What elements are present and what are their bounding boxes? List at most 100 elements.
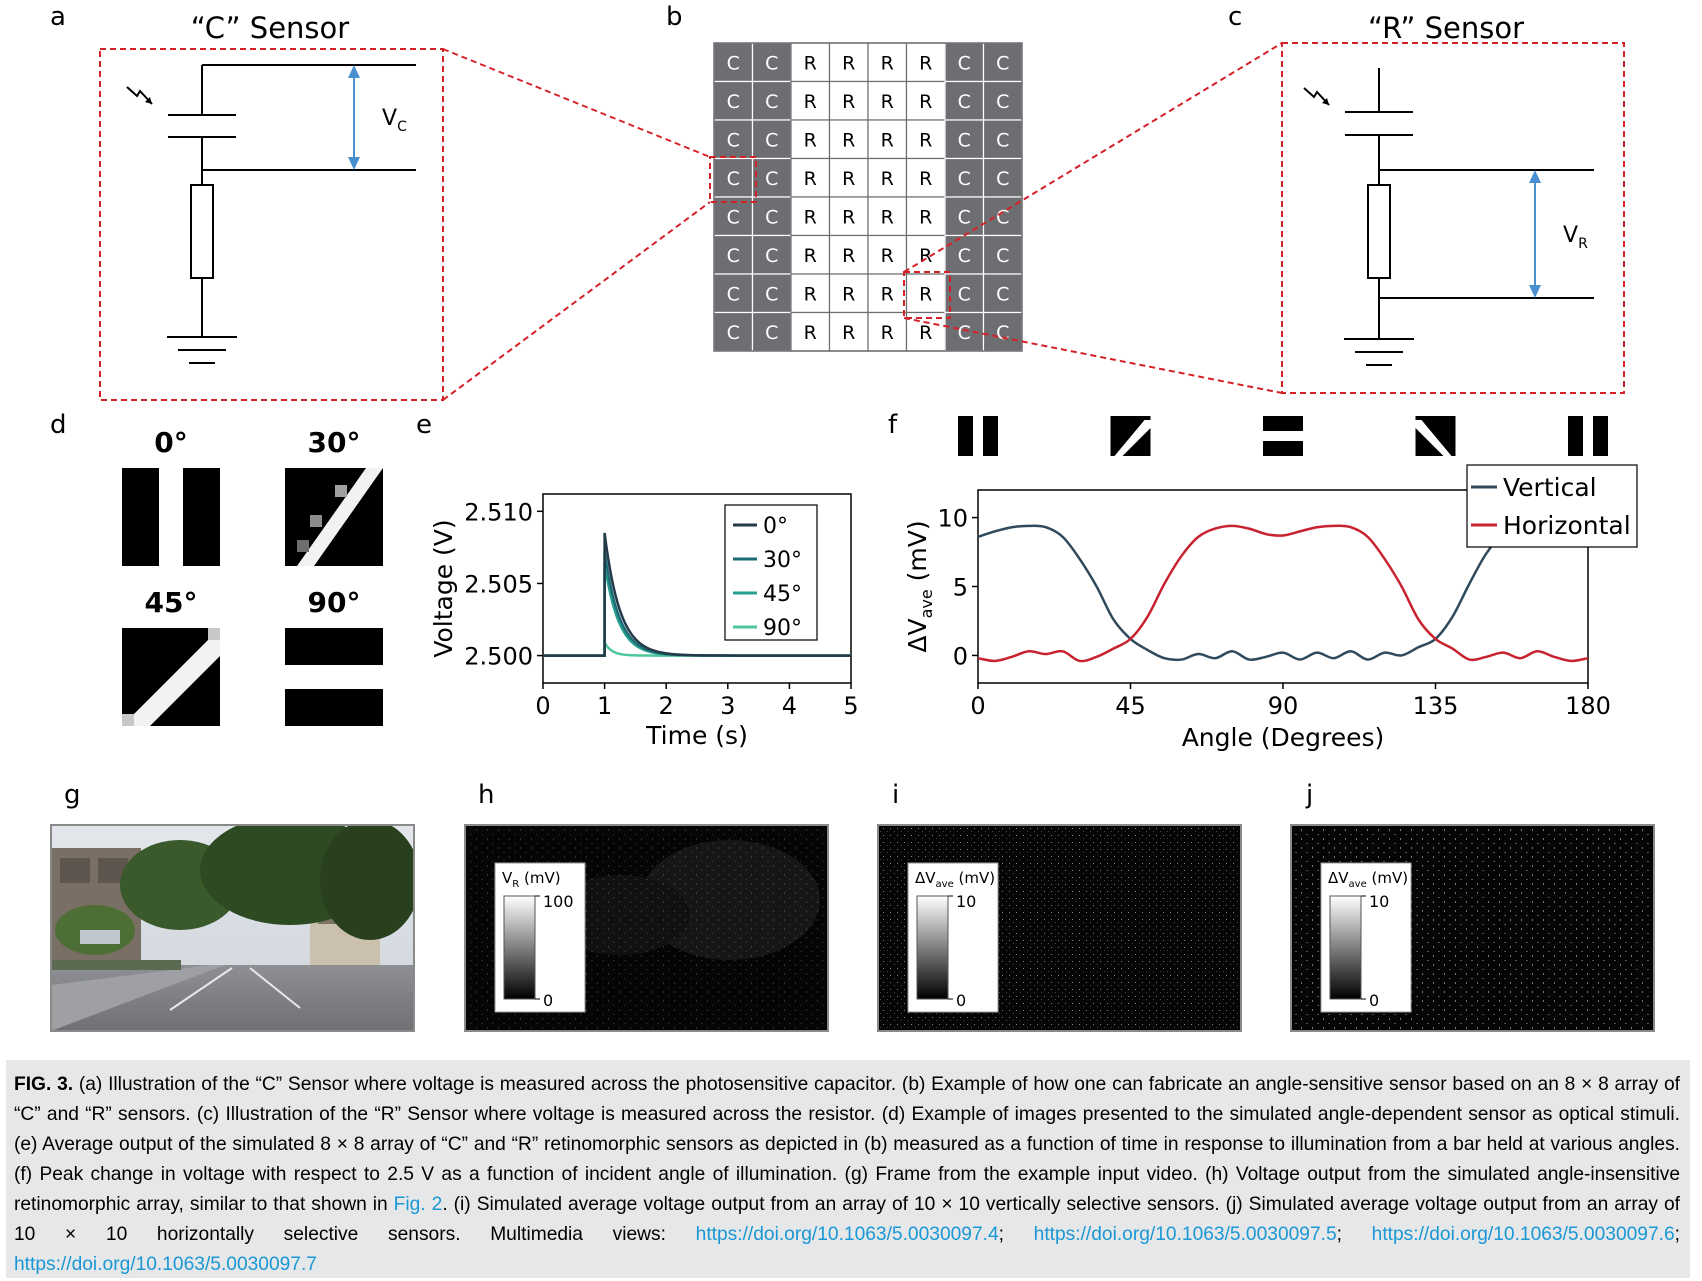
array-cell-label: C xyxy=(996,206,1009,228)
series-line xyxy=(977,524,1589,663)
array-cell-label: R xyxy=(881,52,894,74)
array-cell-r xyxy=(867,196,908,237)
caption-fig2-link[interactable]: Fig. 2 xyxy=(393,1194,443,1215)
x-axis-label: Time (s) xyxy=(645,721,748,750)
array-cell-label: R xyxy=(881,322,894,344)
c-sensor-zoom-box xyxy=(99,48,444,401)
x-tick-label: 180 xyxy=(1565,692,1611,720)
y-tick-label: 2.500 xyxy=(464,643,533,671)
array-cell-label: R xyxy=(919,168,932,190)
r-sensor-title: “R” Sensor xyxy=(1368,11,1524,45)
caption-text-2: . (i) Simulated average voltage output f… xyxy=(14,1194,1680,1245)
stimulus-45deg xyxy=(122,628,220,726)
colorbar-min: 0 xyxy=(1369,991,1379,1010)
panel-f-angle-icons xyxy=(958,416,1608,456)
legend-box xyxy=(1466,464,1638,548)
array-cell-label: C xyxy=(958,91,971,113)
multimedia-link-2[interactable]: https://doi.org/10.1063/5.0030097.5 xyxy=(1033,1224,1337,1245)
array-cell-c xyxy=(982,273,1023,314)
series-line xyxy=(543,532,851,657)
array-cell-label: C xyxy=(958,206,971,228)
array-cell-label: R xyxy=(842,283,855,305)
x-tick-label: 1 xyxy=(597,692,612,720)
y-axis-label: ΔVave (mV) xyxy=(903,520,936,652)
legend-label: 90° xyxy=(763,616,802,641)
array-cell-label: C xyxy=(996,245,1009,267)
y-tick-label: 2.510 xyxy=(464,498,533,526)
x-tick-label: 3 xyxy=(720,692,735,720)
legend-label: Vertical xyxy=(1503,473,1597,502)
array-cell-label: C xyxy=(765,91,778,113)
colorbar-title: ΔVave (mV) xyxy=(1328,869,1408,890)
panel-d-stimuli: 0° 30° 45° 90° xyxy=(122,426,383,726)
colorbar-max: 100 xyxy=(543,892,574,911)
array-cell-label: R xyxy=(842,322,855,344)
light-arrow-icon xyxy=(145,97,152,104)
x-tick-label: 0 xyxy=(535,692,550,720)
multimedia-link-1[interactable]: https://doi.org/10.1063/5.0030097.4 xyxy=(695,1224,999,1245)
array-cell-label: R xyxy=(919,283,932,305)
stimulus-30deg xyxy=(285,468,383,566)
legend-label: 45° xyxy=(763,582,802,607)
array-cell-label: R xyxy=(881,168,894,190)
stimulus-90deg xyxy=(285,628,383,726)
light-arrow-icon xyxy=(1322,98,1329,105)
caption-label: FIG. 3. xyxy=(14,1074,74,1095)
panel-letter-h: h xyxy=(478,780,494,810)
array-cell-r xyxy=(828,311,869,352)
bar-orientation-icon xyxy=(1263,416,1303,456)
vc-arrow xyxy=(348,65,360,170)
array-cell-c xyxy=(944,80,985,121)
array-cell-label: C xyxy=(996,322,1009,344)
array-cell-r xyxy=(828,119,869,160)
array-cell-label: C xyxy=(996,168,1009,190)
array-cell-label: R xyxy=(881,91,894,113)
array-cell-c xyxy=(751,157,792,198)
array-cell-label: C xyxy=(727,206,740,228)
array-cell-r xyxy=(905,42,946,83)
array-cell-label: R xyxy=(804,283,817,305)
y-tick-label: 10 xyxy=(937,505,968,533)
array-cell-c xyxy=(944,196,985,237)
multimedia-link-4[interactable]: https://doi.org/10.1063/5.0030097.7 xyxy=(14,1254,317,1275)
angle-label-30: 30° xyxy=(308,426,361,459)
array-cell-label: C xyxy=(765,168,778,190)
c-sensor-circuit xyxy=(126,64,416,364)
vc-label: VC xyxy=(382,106,407,135)
legend-label: Horizontal xyxy=(1503,511,1631,540)
panel-letter-a: a xyxy=(50,2,66,32)
array-cell-label: R xyxy=(919,322,932,344)
bar-orientation-icon xyxy=(1415,416,1456,456)
array-cell-label: R xyxy=(881,245,894,267)
array-cell-r xyxy=(867,157,908,198)
array-cell-r xyxy=(790,234,831,275)
panel-letter-f: f xyxy=(888,410,898,440)
colorbar-title: ΔVave (mV) xyxy=(915,869,995,890)
angle-label-45: 45° xyxy=(145,586,198,619)
array-cell-label: C xyxy=(996,52,1009,74)
caption-text-1: (a) Illustration of the “C” Sensor where… xyxy=(14,1074,1681,1215)
r-sensor-circuit xyxy=(1303,68,1594,366)
array-cell-label: R xyxy=(881,129,894,151)
array-cell-c xyxy=(713,80,754,121)
colorbar-min: 0 xyxy=(543,991,553,1010)
array-cell-label: C xyxy=(958,129,971,151)
figure-caption: FIG. 3. (a) Illustration of the “C” Sens… xyxy=(6,1060,1690,1278)
array-cell-label: C xyxy=(958,283,971,305)
panel-letter-b: b xyxy=(666,2,683,32)
array-cell-label: C xyxy=(727,168,740,190)
array-cell-c xyxy=(751,196,792,237)
array-cell-label: R xyxy=(881,206,894,228)
array-cell-r xyxy=(790,273,831,314)
array-cell-label: R xyxy=(842,129,855,151)
series-line xyxy=(977,524,1589,662)
colorbar-title: VR (mV) xyxy=(502,869,561,890)
array-cell-r xyxy=(905,196,946,237)
array-cell-label: R xyxy=(804,245,817,267)
x-tick-label: 45 xyxy=(1115,692,1146,720)
series-line xyxy=(543,638,851,657)
multimedia-link-3[interactable]: https://doi.org/10.1063/5.0030097.6 xyxy=(1371,1224,1675,1245)
panel-a-c-sensor: “C” Sensor VC xyxy=(99,11,444,401)
c-sensor-title: “C” Sensor xyxy=(191,11,350,45)
